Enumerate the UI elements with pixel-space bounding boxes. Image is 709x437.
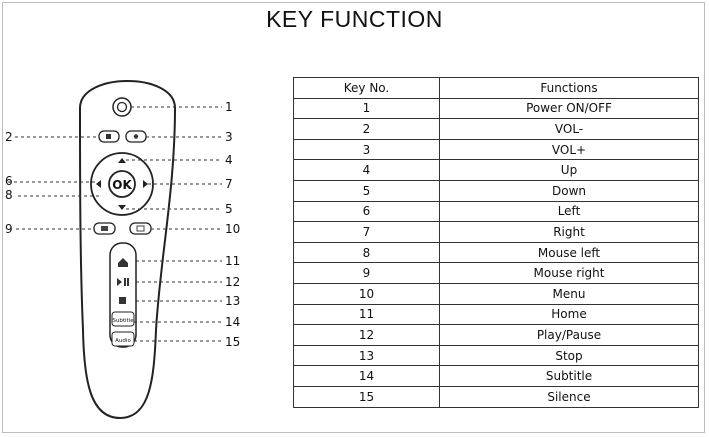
key-function: Silence	[439, 385, 699, 408]
subtitle-label: Subtitle	[112, 318, 134, 324]
ok-button	[108, 170, 136, 198]
key-number: 14	[293, 365, 440, 387]
key-function: Play/Pause	[439, 324, 699, 346]
callout-11: 11	[225, 254, 241, 268]
key-number: 1	[293, 97, 440, 120]
key-function: Mouse right	[439, 262, 699, 284]
key-number: 7	[293, 221, 440, 243]
callout-2: 2	[5, 130, 13, 144]
key-number: 9	[293, 262, 440, 284]
callout-6: 6	[5, 174, 13, 188]
key-number: 10	[293, 282, 440, 305]
key-function: VOL+	[439, 138, 699, 161]
left-arrow-icon	[96, 180, 101, 188]
key-number: 3	[293, 138, 440, 161]
key-function: Stop	[439, 344, 699, 367]
right-arrow-icon	[143, 180, 148, 188]
key-number: 15	[293, 385, 440, 408]
callout-8: 8	[5, 188, 13, 202]
callout-9: 9	[5, 222, 13, 236]
audio-label: Audio	[115, 338, 131, 344]
table-header-row: Key No. Functions	[293, 77, 699, 99]
key-function: Menu	[439, 282, 699, 305]
key-number: 8	[293, 241, 440, 264]
callout-15: 15	[225, 335, 241, 349]
header-key-no: Key No.	[293, 77, 440, 99]
key-function: Right	[439, 221, 699, 243]
up-arrow-icon	[118, 158, 126, 163]
key-number: 4	[293, 159, 440, 181]
callout-1: 1	[225, 100, 233, 114]
key-number: 12	[293, 324, 440, 346]
key-function: Subtitle	[439, 365, 699, 387]
key-number: 5	[293, 179, 440, 202]
key-number: 6	[293, 200, 440, 223]
callout-7: 7	[225, 177, 233, 191]
power-icon	[116, 101, 128, 113]
page-title: KEY FUNCTION	[266, 6, 443, 32]
play-pause-icon	[117, 278, 129, 286]
home-icon	[118, 258, 128, 267]
key-number: 11	[293, 303, 440, 326]
down-arrow-icon	[118, 205, 126, 210]
power-button	[112, 97, 132, 117]
callout-12: 12	[225, 275, 241, 289]
audio-button	[111, 331, 135, 347]
key-function: VOL-	[439, 118, 699, 140]
callout-3: 3	[225, 130, 233, 144]
callout-14: 14	[225, 315, 241, 329]
leader-lines	[8, 106, 222, 342]
header-functions: Functions	[439, 77, 699, 99]
key-function: Power ON/OFF	[439, 97, 699, 120]
key-function: Mouse left	[439, 241, 699, 264]
key-function: Up	[439, 159, 699, 181]
callout-13: 13	[225, 294, 241, 308]
stop-icon	[119, 297, 126, 304]
key-function: Home	[439, 303, 699, 326]
subtitle-button	[111, 311, 135, 327]
ok-label: OK	[112, 178, 132, 192]
callout-5: 5	[225, 202, 233, 216]
image-frame	[2, 2, 705, 433]
key-function: Down	[439, 179, 699, 202]
menu-button	[129, 222, 152, 235]
key-function: Left	[439, 200, 699, 223]
key-number: 13	[293, 344, 440, 367]
callout-10: 10	[225, 222, 241, 236]
callout-4: 4	[225, 153, 233, 167]
key-number: 2	[293, 118, 440, 140]
